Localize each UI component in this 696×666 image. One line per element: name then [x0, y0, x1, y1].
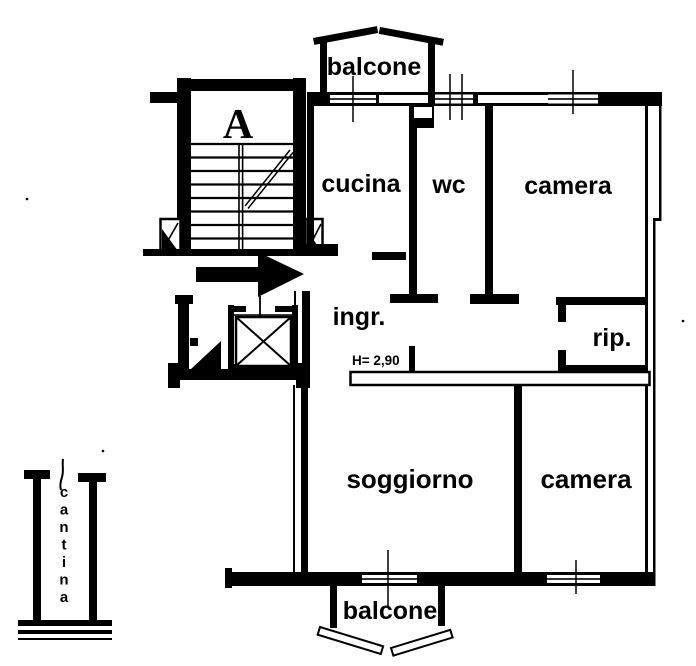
speck: [25, 197, 29, 201]
west-wall-upper: [307, 92, 314, 250]
interior-walls: [349, 105, 651, 572]
room-label-cucina: cucina: [321, 170, 401, 198]
east-wall-inner: [645, 104, 648, 586]
room-label-camera-top: camera: [524, 172, 613, 200]
stair-foot-baseline-wall: [143, 249, 338, 256]
shaft-notch: [190, 338, 198, 346]
elevator-x-icon: [235, 316, 292, 367]
lobby-bottom-wall-left-cap: [168, 363, 180, 388]
balcony-side-wall: [438, 586, 445, 626]
stair-left-post: [177, 78, 191, 255]
soggiorno-camera-divider: [514, 384, 522, 572]
balcony-top: [313, 26, 444, 92]
west-wall-face-line: [293, 385, 295, 572]
cucina-south-wall-stub: [372, 252, 406, 260]
ceiling-height-label: H= 2,90: [352, 353, 400, 368]
cantina-letter: a: [60, 502, 69, 519]
scan-specks: [25, 197, 685, 453]
cantina-letter: a: [60, 589, 69, 606]
door-midline: [362, 578, 417, 580]
shaft-triangle-mark: [191, 341, 221, 369]
cucina-wc-divider: [409, 106, 417, 298]
cucina-wc-divider-foot: [390, 294, 438, 303]
balcony-side-wall: [428, 42, 435, 92]
lobby-bottom-wall: [173, 369, 300, 380]
cantina-letter: c: [60, 484, 68, 501]
cantina-right-wall: [89, 480, 97, 622]
cantina-bottom-line: [18, 620, 112, 626]
stair-left-stub-wall: [150, 92, 177, 103]
apartment-walls: [225, 70, 662, 607]
balcony-roof-bar: [313, 26, 379, 45]
wc-camera-divider-foot: [470, 294, 519, 304]
cantina-bottom-line: [18, 638, 112, 640]
duct-fill: [413, 118, 433, 127]
cantina: c a n t i n a: [18, 458, 112, 640]
soggiorno-door-tick: [409, 346, 415, 374]
speck: [101, 449, 105, 453]
south-wall-left-cap: [225, 568, 232, 588]
speck: [681, 319, 685, 323]
room-label-ripostiglio: rip.: [593, 324, 632, 352]
room-label-camera-bottom: camera: [540, 464, 632, 494]
balcony-bottom: [316, 586, 454, 657]
wc-camera-divider: [485, 106, 493, 296]
soggiorno-north-beam: [349, 370, 651, 387]
shaft-left-wall: [178, 304, 189, 370]
cantina-hook-mark: [59, 458, 64, 491]
rip-south-wall: [558, 365, 647, 373]
cantina-letter: i: [62, 554, 66, 571]
cantina-letter: n: [59, 572, 68, 589]
cantina-bottom-line: [18, 630, 112, 634]
balcony-roof-bar: [378, 27, 444, 46]
cantina-vertical-label: c a n t i n a: [59, 484, 68, 606]
stair-right-post: [293, 78, 306, 256]
room-label-ingresso: ingr.: [333, 303, 386, 331]
stair-direction-diagonal: [244, 149, 291, 207]
rip-door-stub-top: [558, 305, 566, 322]
cantina-left-wall: [33, 477, 41, 622]
entrance-arrow-icon: [196, 252, 304, 297]
west-wall-face-line: [294, 291, 296, 370]
cantina-wall-cap: [78, 473, 106, 482]
east-wall-outer: [653, 220, 656, 586]
cantina-letter: n: [59, 519, 68, 536]
room-label-balcone-top: balcone: [327, 53, 422, 81]
stair-direction-diagonal: [247, 152, 294, 209]
room-labels: balcone cucina wc camera ingr. rip. H= 2…: [321, 53, 632, 625]
cantina-letter: t: [62, 537, 67, 554]
ingresso-north-wall-stub: [303, 244, 338, 253]
elevator-lobby: [168, 295, 310, 388]
east-wall-jog: [653, 218, 662, 221]
room-label-soggiorno: soggiorno: [346, 464, 473, 494]
window-midline: [547, 578, 600, 580]
cantina-wall-cap: [24, 470, 50, 479]
window: [478, 95, 548, 103]
room-label-wc: wc: [431, 171, 465, 199]
staircase-label: A: [223, 102, 254, 148]
rip-north-wall: [556, 297, 647, 305]
east-wall-outer: [659, 92, 662, 220]
room-label-balcone-bottom: balcone: [343, 597, 438, 625]
west-wall-lower: [301, 385, 308, 572]
stair-top-wall: [177, 79, 306, 91]
stair-foot-hatched-block-left: [159, 217, 182, 254]
balcony-edge-bar: [389, 628, 454, 657]
balcony-edge-bar: [316, 625, 385, 656]
rip-door-stub-bottom: [558, 350, 566, 366]
balcony-side-wall: [330, 586, 337, 628]
staircase: A: [143, 78, 338, 256]
balcony-side-wall: [320, 42, 327, 92]
shaft-wall-cap: [175, 295, 193, 304]
window-midline: [435, 98, 473, 100]
balcony-door: [379, 95, 428, 103]
elevator: [228, 296, 298, 370]
west-wall-mid: [302, 291, 310, 370]
